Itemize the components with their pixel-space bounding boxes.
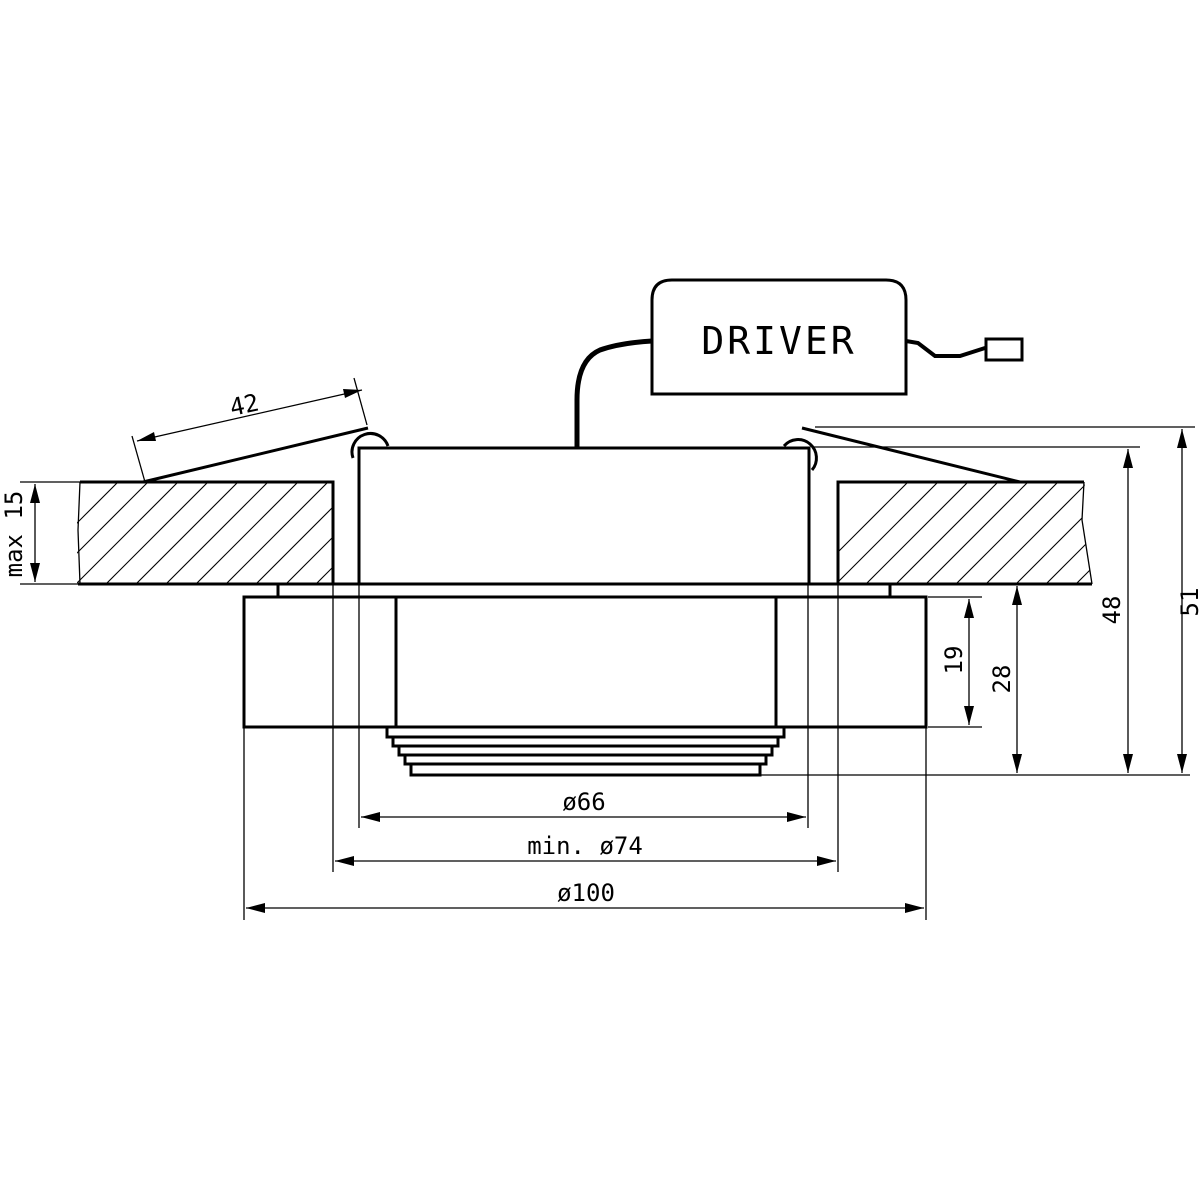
ceiling-right-section — [836, 480, 1093, 586]
driver-label: DRIVER — [701, 319, 856, 363]
dim-100-label: ø100 — [557, 879, 615, 907]
dim-19-label: 19 — [940, 646, 968, 675]
dimension-flange-diameter: ø100 — [246, 879, 924, 913]
driver-cable-in — [574, 338, 653, 448]
ceiling-left-section — [77, 480, 335, 586]
dimension-body-height: 48 — [812, 446, 1140, 773]
driver-box: DRIVER — [650, 278, 908, 396]
dimension-ceiling-thickness: max 15 — [0, 481, 80, 585]
dim-max15-label: max 15 — [0, 491, 28, 578]
dimension-cutout-diameter: min. ø74 — [335, 832, 836, 866]
diameter-extension-lines — [243, 584, 927, 920]
luminaire-body — [242, 446, 928, 777]
dim-28-label: 28 — [988, 665, 1016, 694]
dimension-spring-length: 42 — [131, 377, 368, 483]
dimension-total-height: 51 — [815, 426, 1200, 773]
dimension-below-ceiling: 28 — [760, 586, 1190, 776]
dimension-ring-height: 19 — [928, 596, 982, 728]
connector-block — [984, 337, 1024, 362]
driver-cable-out — [905, 337, 1024, 362]
dim-66-label: ø66 — [562, 788, 605, 816]
spring-left — [142, 426, 390, 484]
dim-42-label: 42 — [227, 388, 261, 421]
spring-right — [782, 426, 1021, 484]
dim-74-label: min. ø74 — [527, 832, 643, 860]
dim-48-label: 48 — [1098, 596, 1126, 625]
dimension-body-diameter: ø66 — [361, 788, 806, 822]
dim-51-label: 51 — [1176, 588, 1200, 617]
